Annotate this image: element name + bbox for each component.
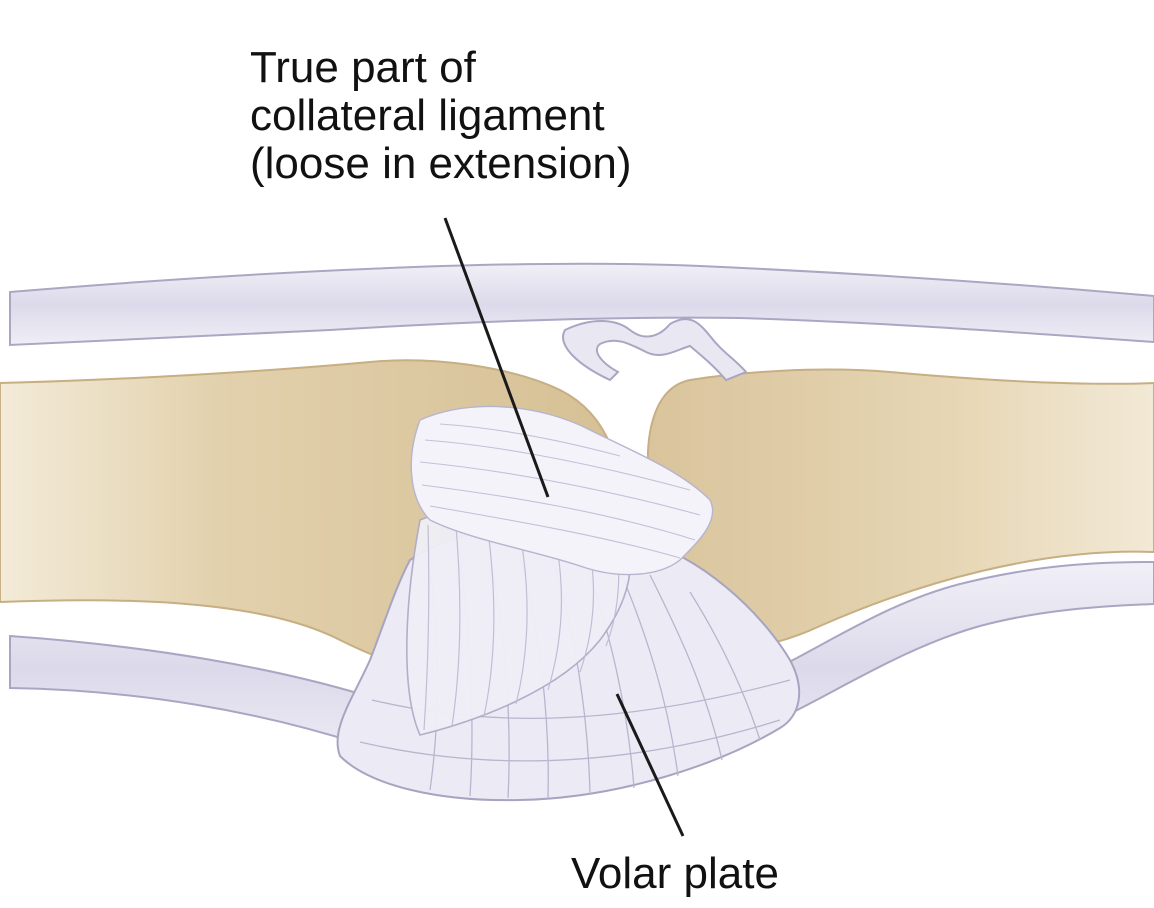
collateral-ligament-label-line2: collateral ligament: [250, 92, 632, 140]
lateral-band-slip: [563, 319, 746, 380]
collateral-ligament-label: True part of collateral ligament (loose …: [250, 44, 632, 188]
collateral-ligament-label-line1: True part of: [250, 44, 632, 92]
collateral-ligament-label-line3: (loose in extension): [250, 140, 632, 188]
volar-plate-label: Volar plate: [571, 850, 779, 898]
